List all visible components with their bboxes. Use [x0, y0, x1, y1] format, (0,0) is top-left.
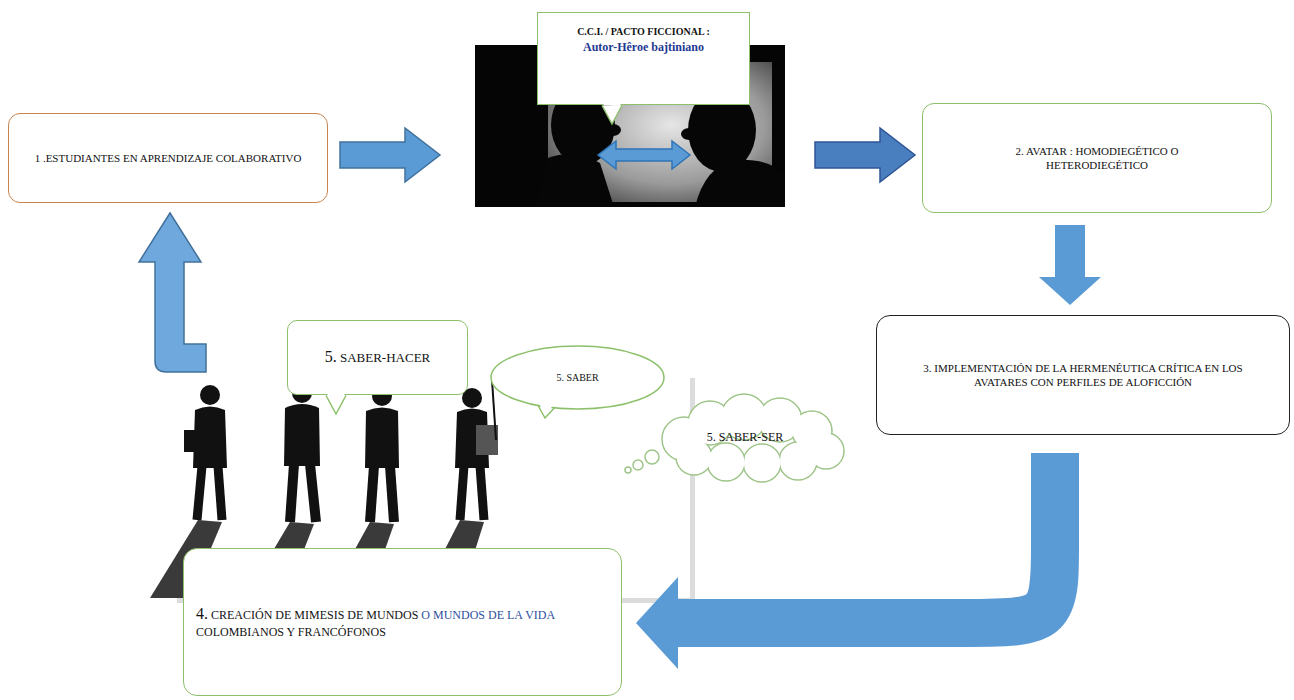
- shoulder-silhouette: [535, 154, 614, 207]
- process-box: 2. AVATAR : HOMODIEGÉTICO O HETERODIEGÉT…: [922, 103, 1272, 213]
- block-arrow: [815, 128, 915, 182]
- text-run: SABER-HACER: [337, 350, 431, 365]
- tail-gap: [604, 102, 621, 106]
- walker-figure: [365, 386, 399, 522]
- nose-silhouette: [605, 124, 621, 136]
- text-run: CREACIÓN DE MIMESIS DE MUNDOS: [208, 608, 421, 622]
- thought-cloud: 5. SABER-SER: [622, 395, 850, 480]
- cloud-fill: [708, 444, 744, 480]
- node-text: 1 .ESTUDIANTES EN APRENDIZAJE COLABORATI…: [35, 151, 302, 165]
- cloud-outline: [743, 444, 781, 482]
- cloud-fill: [677, 440, 711, 474]
- node-text: 5. SABER-SER: [707, 430, 784, 446]
- node-text: 5. SABER-HACER: [325, 347, 431, 368]
- process-box: 4. CREACIÓN DE MIMESIS DE MUNDOS O MUNDO…: [183, 548, 622, 696]
- callout-tail: [324, 394, 350, 416]
- block-arrow: [1055, 225, 1085, 277]
- node-text: C.C.I. / PACTO FICCIONAL :: [577, 25, 710, 38]
- callout-tail: [600, 104, 626, 126]
- node-text: Autor-Hêroe bajtiniano: [583, 40, 704, 56]
- cloud-fill: [744, 445, 780, 481]
- cloud-outline: [707, 443, 745, 481]
- thought-bubble: [625, 467, 631, 473]
- tail-gap: [328, 392, 345, 396]
- node-text: 2. AVATAR : HOMODIEGÉTICO O HETERODIEGÉT…: [981, 144, 1213, 173]
- process-box: 3. IMPLEMENTACIÓN DE LA HERMENÉUTICA CRÍ…: [876, 315, 1290, 435]
- speech-ellipse: 5. SABER: [490, 345, 665, 410]
- node-text: 4. CREACIÓN DE MIMESIS DE MUNDOS O MUNDO…: [196, 604, 609, 640]
- walker-figure: [184, 385, 227, 520]
- nose-silhouette: [681, 128, 697, 140]
- tail-gap: [537, 399, 556, 415]
- walker-figure: [455, 380, 498, 520]
- text-run: 5.: [325, 348, 337, 365]
- node-text: 5. SABER: [556, 371, 598, 384]
- thought-bubble: [633, 460, 643, 470]
- cloud-fill: [780, 443, 816, 479]
- return-arrow: [139, 213, 206, 372]
- thought-bubble: [645, 450, 659, 464]
- process-box: 1 .ESTUDIANTES EN APRENDIZAJE COLABORATI…: [8, 113, 328, 203]
- double-arrow: [598, 141, 690, 169]
- node-text: 3. IMPLEMENTACIÓN DE LA HERMENÉUTICA CRÍ…: [921, 361, 1245, 390]
- text-run: 4.: [196, 605, 208, 622]
- callout-tail: [326, 396, 346, 415]
- text-run: O MUNDOS DE LA VIDA: [421, 608, 554, 622]
- text-run: COLOMBIANOS Y FRANCÓFONOS: [196, 625, 386, 639]
- block-arrow: [340, 128, 440, 182]
- callout-tail: [602, 106, 622, 125]
- callout-box: C.C.I. / PACTO FICCIONAL : Autor-Hêroe ba…: [537, 12, 750, 105]
- shoulder-silhouette: [695, 160, 785, 207]
- walker-figure: [284, 383, 320, 522]
- ellipse-outline: [491, 346, 664, 409]
- callout-box: 5. SABER-HACER: [287, 320, 468, 395]
